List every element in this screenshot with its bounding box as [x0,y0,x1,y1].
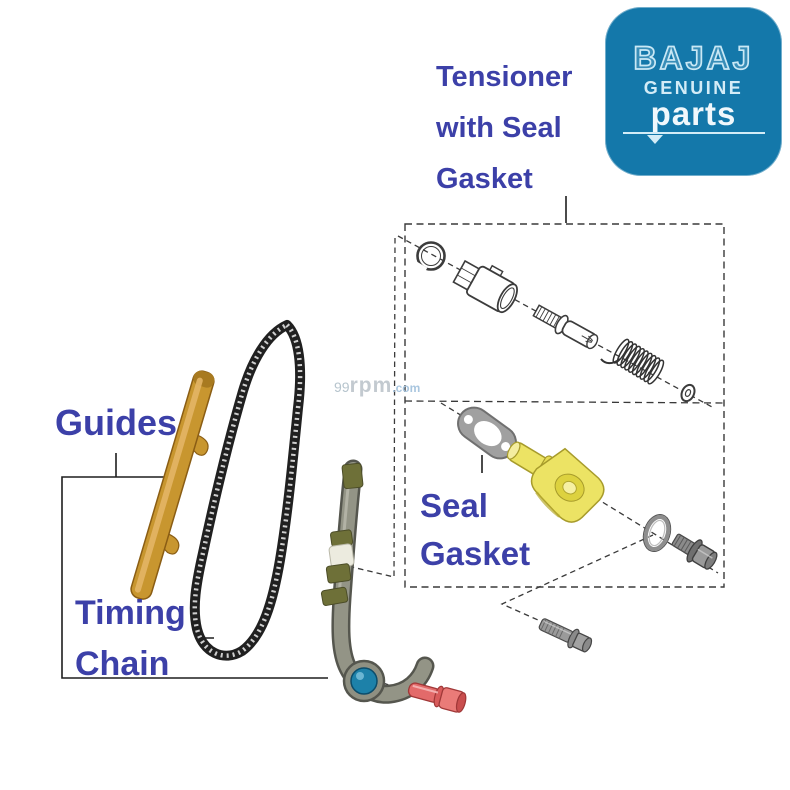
seal-ring-art [642,513,672,553]
parts-text: parts [650,95,737,132]
chain-roller-art [350,667,378,695]
pivot-pin-art [407,682,467,713]
watermark-prefix: 99 [334,379,350,395]
tensioner-label: Tensioner with Seal Gasket [436,61,573,195]
seal-gasket-label: Seal Gasket [420,487,531,572]
watermark-brand: rpm [349,374,393,397]
washer-art [680,383,696,403]
guides-label: Guides [55,402,178,443]
spring-art [600,338,665,385]
plunger-art [532,304,599,350]
fixed-guide-art [130,370,215,600]
timing-chain-label: Timing Chain [75,594,186,683]
bajaj-genuine-parts-badge: BAJAJ GENUINE parts [605,7,782,176]
tensioner-housing-art [506,441,605,523]
timing-chain-art [189,320,306,661]
snap-ring-art [414,241,446,273]
tensioner-body-art [452,259,518,314]
bajaj-brand-text: BAJAJ [633,40,754,76]
flange-bolt-art [538,618,593,653]
watermark-suffix: .com [392,381,421,395]
genuine-text: GENUINE [643,78,744,98]
pivot-guide-art [320,459,435,704]
cap-bolt-art [671,533,718,570]
dashed-boxes [404,223,725,588]
logo-underline-arrow-icon [646,135,663,144]
logo-underline [622,132,765,144]
